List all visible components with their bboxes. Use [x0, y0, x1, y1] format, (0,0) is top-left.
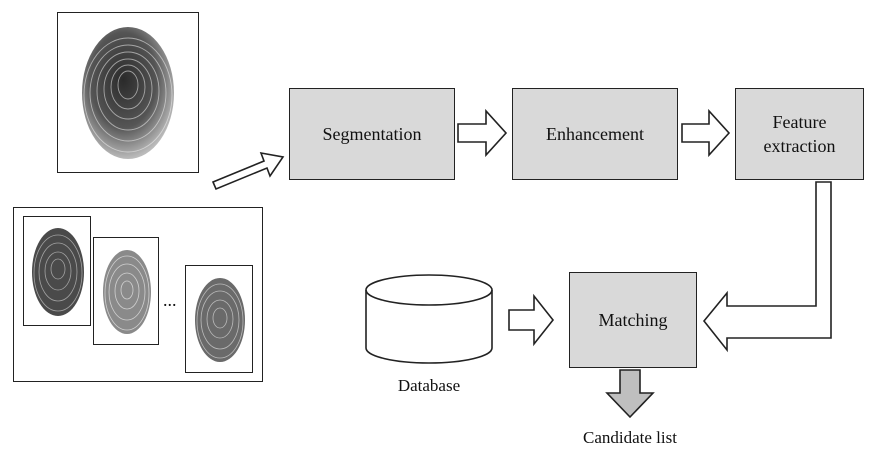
- arrow-enh-to-feat: [681, 108, 731, 158]
- query-fingerprint-icon: [82, 27, 174, 159]
- segmentation-box: Segmentation: [289, 88, 455, 180]
- gallery-print-2: [93, 237, 159, 345]
- enhancement-box: Enhancement: [512, 88, 678, 180]
- gallery-ellipsis: ...: [163, 290, 177, 310]
- fingerprint-icon: [195, 278, 245, 362]
- feature-extraction-box: Feature extraction: [735, 88, 864, 180]
- gallery-print-3: [185, 265, 253, 373]
- arrow-db-to-match: [508, 293, 555, 347]
- matching-box: Matching: [569, 272, 697, 368]
- gallery-print-1: [23, 216, 91, 326]
- output-arrow: [605, 369, 655, 419]
- fingerprint-icon: [32, 228, 84, 316]
- candidate-list-label: Candidate list: [583, 428, 677, 447]
- fingerprint-icon: [103, 250, 151, 334]
- arrow-seg-to-enh: [457, 108, 508, 158]
- input-arrow: [211, 151, 285, 191]
- query-fingerprint-frame: [57, 12, 199, 173]
- database-label: Database: [397, 376, 461, 395]
- arrow-feat-to-match: [702, 181, 832, 353]
- database-icon: [365, 274, 493, 364]
